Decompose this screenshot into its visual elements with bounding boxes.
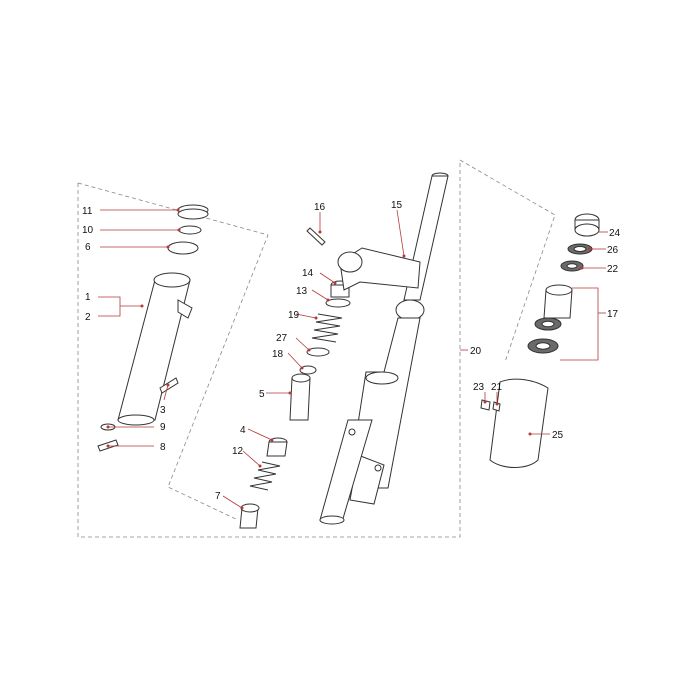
leader-lines bbox=[98, 208, 608, 510]
label-26: 26 bbox=[607, 245, 619, 256]
label-19: 19 bbox=[288, 310, 300, 321]
label-25: 25 bbox=[552, 430, 564, 441]
label-20: 20 bbox=[470, 346, 482, 357]
label-14: 14 bbox=[302, 268, 314, 279]
part-5-cartridge bbox=[289, 377, 311, 421]
label-15: 15 bbox=[391, 200, 403, 211]
part-25-cover bbox=[489, 378, 549, 468]
label-5: 5 bbox=[259, 389, 265, 400]
label-24: 24 bbox=[609, 228, 621, 239]
label-17: 17 bbox=[607, 309, 619, 320]
part-18-clip bbox=[299, 365, 317, 375]
part-labels: 11 10 6 1 2 3 9 8 16 14 13 19 27 18 5 4 … bbox=[82, 200, 621, 502]
assembly-frame bbox=[77, 159, 556, 538]
label-8: 8 bbox=[160, 442, 166, 453]
part-13-oring bbox=[325, 298, 351, 308]
label-3: 3 bbox=[160, 405, 166, 416]
label-11: 11 bbox=[82, 206, 93, 217]
label-7: 7 bbox=[215, 491, 221, 502]
part-10-washer bbox=[178, 225, 202, 235]
label-23: 23 bbox=[473, 382, 485, 393]
bearing-stack bbox=[527, 213, 600, 354]
label-13: 13 bbox=[296, 286, 308, 297]
label-1: 1 bbox=[85, 292, 91, 303]
label-4: 4 bbox=[240, 425, 246, 436]
label-16: 16 bbox=[314, 202, 326, 213]
label-6: 6 bbox=[85, 242, 91, 253]
part-12-spring bbox=[249, 461, 281, 491]
label-18: 18 bbox=[272, 349, 284, 360]
label-2: 2 bbox=[85, 312, 91, 323]
label-9: 9 bbox=[160, 422, 166, 433]
label-12: 12 bbox=[232, 446, 244, 457]
label-27: 27 bbox=[276, 333, 288, 344]
part-27-washer bbox=[306, 347, 330, 357]
part-19-spring bbox=[311, 313, 343, 343]
part-23-screw bbox=[480, 399, 491, 411]
part-16-bolt bbox=[306, 227, 326, 246]
steering-stem bbox=[319, 172, 449, 525]
label-21: 21 bbox=[491, 382, 503, 393]
part-6-ring bbox=[167, 241, 199, 255]
label-22: 22 bbox=[607, 264, 619, 275]
fork-cover bbox=[480, 378, 549, 468]
left-fork-tube bbox=[97, 204, 209, 452]
label-10: 10 bbox=[82, 225, 94, 236]
